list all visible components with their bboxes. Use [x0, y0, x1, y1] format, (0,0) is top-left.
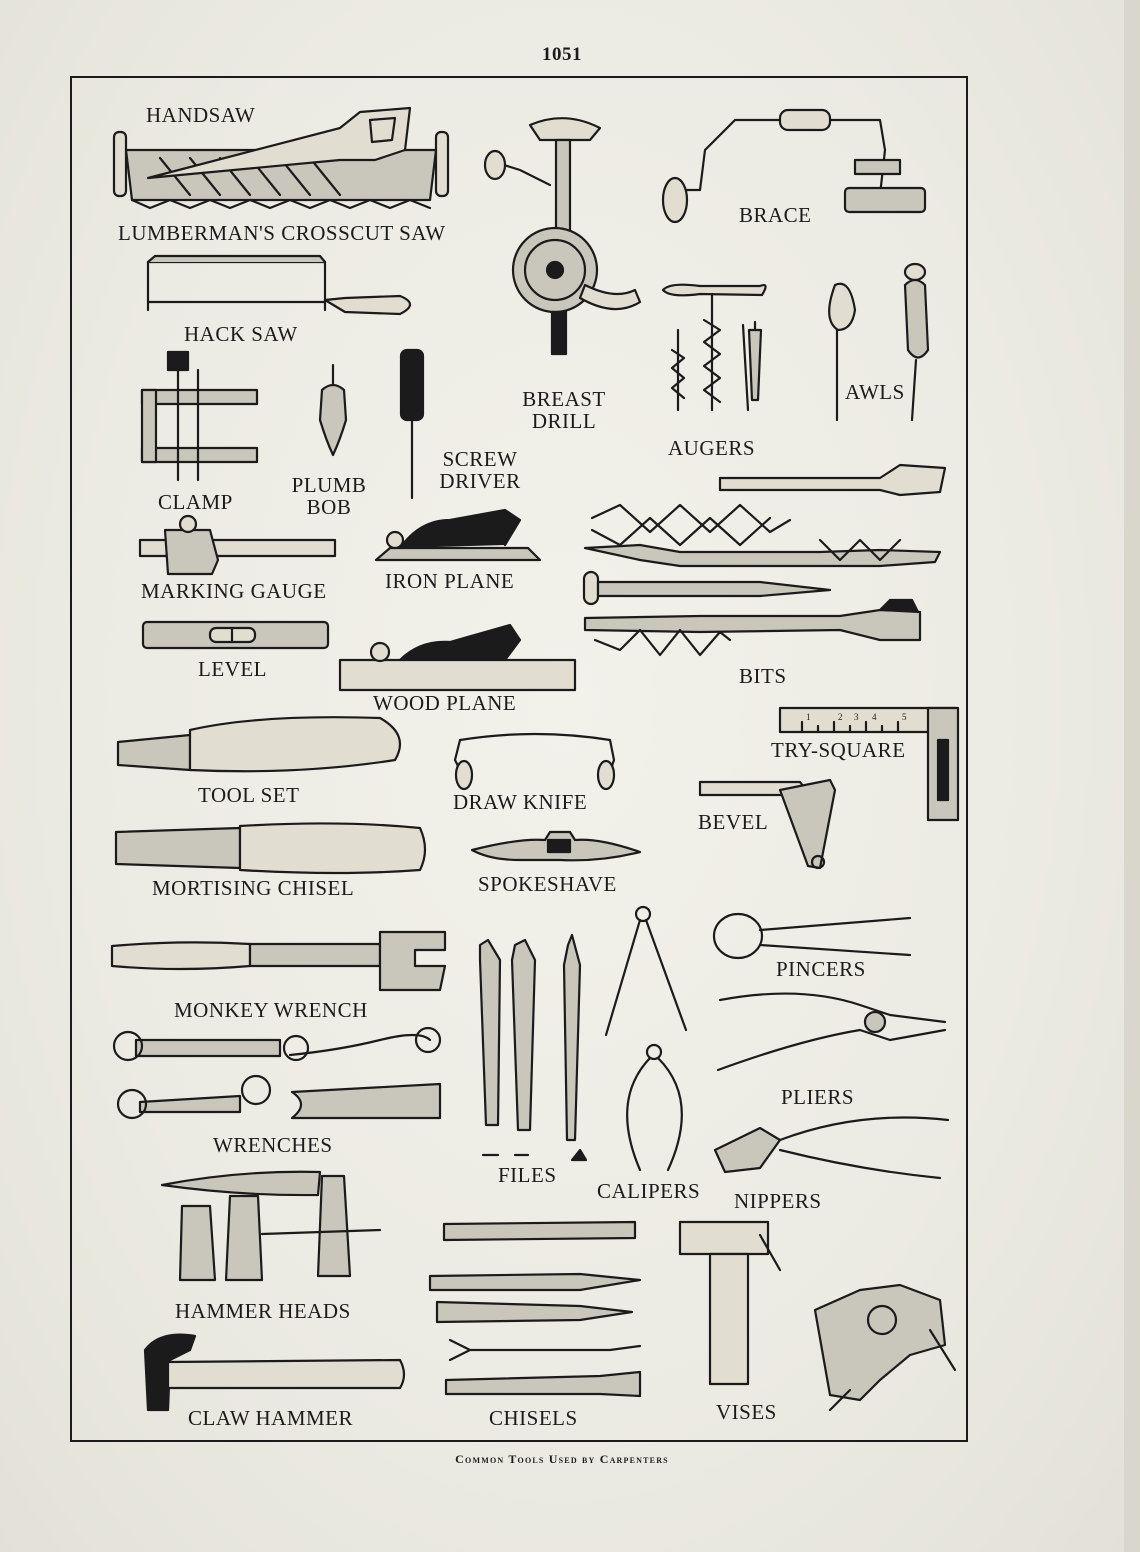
label-handsaw: HANDSAW	[146, 103, 256, 127]
label-draw-knife: DRAW KNIFE	[453, 790, 588, 814]
label-clamp: CLAMP	[158, 490, 233, 514]
try-square-mark-4: 4	[872, 712, 877, 722]
plumb-bob-illustration	[318, 363, 348, 457]
pliers-illustration	[716, 992, 947, 1072]
page-number: 1051	[542, 44, 582, 65]
claw-hammer-illustration	[143, 1333, 406, 1412]
calipers-illustration	[604, 905, 688, 1172]
label-claw-hammer: CLAW HAMMER	[188, 1406, 354, 1430]
try-square-mark-5: 5	[902, 712, 907, 722]
label-crosscut-saw: LUMBERMAN'S CROSSCUT SAW	[118, 221, 446, 245]
label-pincers: PINCERS	[776, 957, 866, 981]
pincers-illustration	[712, 912, 912, 960]
awls-illustration	[828, 262, 930, 422]
nippers-illustration	[713, 1116, 950, 1180]
label-wrenches: WRENCHES	[213, 1133, 333, 1157]
label-level: LEVEL	[198, 657, 267, 681]
label-plumb-bob: PLUMB BOB	[291, 473, 367, 519]
label-bevel: BEVEL	[698, 810, 769, 834]
hammer-heads-illustration	[160, 1170, 382, 1282]
plate-caption: Common Tools Used by Carpenters	[455, 1452, 669, 1466]
label-brace: BRACE	[739, 203, 812, 227]
level-illustration	[141, 620, 330, 650]
iron-plane-illustration	[374, 508, 542, 562]
label-tool-set: TOOL SET	[198, 783, 300, 807]
try-square-mark-3: 3	[854, 712, 859, 722]
draw-knife-illustration	[453, 732, 616, 791]
brace-illustration	[661, 108, 927, 224]
files-illustration	[478, 933, 588, 1162]
label-screw-driver: SCREW DRIVER	[439, 447, 521, 493]
label-spokeshave: SPOKESHAVE	[478, 872, 617, 896]
label-monkey-wrench: MONKEY WRENCH	[174, 998, 368, 1022]
chisels-illustration	[428, 1220, 642, 1398]
clamp-illustration	[140, 350, 259, 482]
label-breast-drill: BREAST DRILL	[522, 387, 606, 433]
label-chisels: CHISELS	[489, 1406, 578, 1430]
wrenches-illustration	[112, 1026, 442, 1120]
breast-drill-illustration	[483, 117, 642, 356]
tool-set-illustration	[116, 716, 402, 773]
bits-illustration	[582, 463, 947, 657]
label-calipers: CALIPERS	[597, 1179, 701, 1203]
spokeshave-illustration	[470, 830, 642, 862]
label-try-square: TRY-SQUARE	[771, 738, 906, 762]
marking-gauge-illustration	[138, 514, 337, 576]
label-vises: VISES	[716, 1400, 777, 1424]
vises-illustration	[678, 1220, 957, 1412]
try-square-mark-2: 2	[838, 712, 843, 722]
label-wood-plane: WOOD PLANE	[373, 691, 517, 715]
label-nippers: NIPPERS	[734, 1189, 822, 1213]
hack-saw-illustration	[146, 254, 412, 316]
label-hack-saw: HACK SAW	[184, 322, 298, 346]
mortising-chisel-illustration	[114, 822, 427, 875]
screw-driver-illustration	[399, 348, 425, 500]
illustration-plate	[70, 76, 968, 1442]
label-files: FILES	[498, 1163, 557, 1187]
label-awls: AWLS	[845, 380, 905, 404]
label-hammer-heads: HAMMER HEADS	[175, 1299, 351, 1323]
label-mortising-chisel: MORTISING CHISEL	[152, 876, 355, 900]
augers-illustration	[661, 283, 767, 412]
label-iron-plane: IRON PLANE	[385, 569, 515, 593]
monkey-wrench-illustration	[110, 930, 447, 992]
try-square-mark-1: 1	[806, 712, 811, 722]
crosscut-saw-illustration	[112, 106, 450, 210]
wood-plane-illustration	[338, 623, 577, 692]
label-pliers: PLIERS	[781, 1085, 855, 1109]
try-square-illustration: 1 2 3 4 5	[778, 706, 960, 822]
bevel-illustration	[698, 778, 837, 870]
label-marking-gauge: MARKING GAUGE	[141, 579, 327, 603]
label-bits: BITS	[739, 664, 787, 688]
label-augers: AUGERS	[668, 436, 756, 460]
